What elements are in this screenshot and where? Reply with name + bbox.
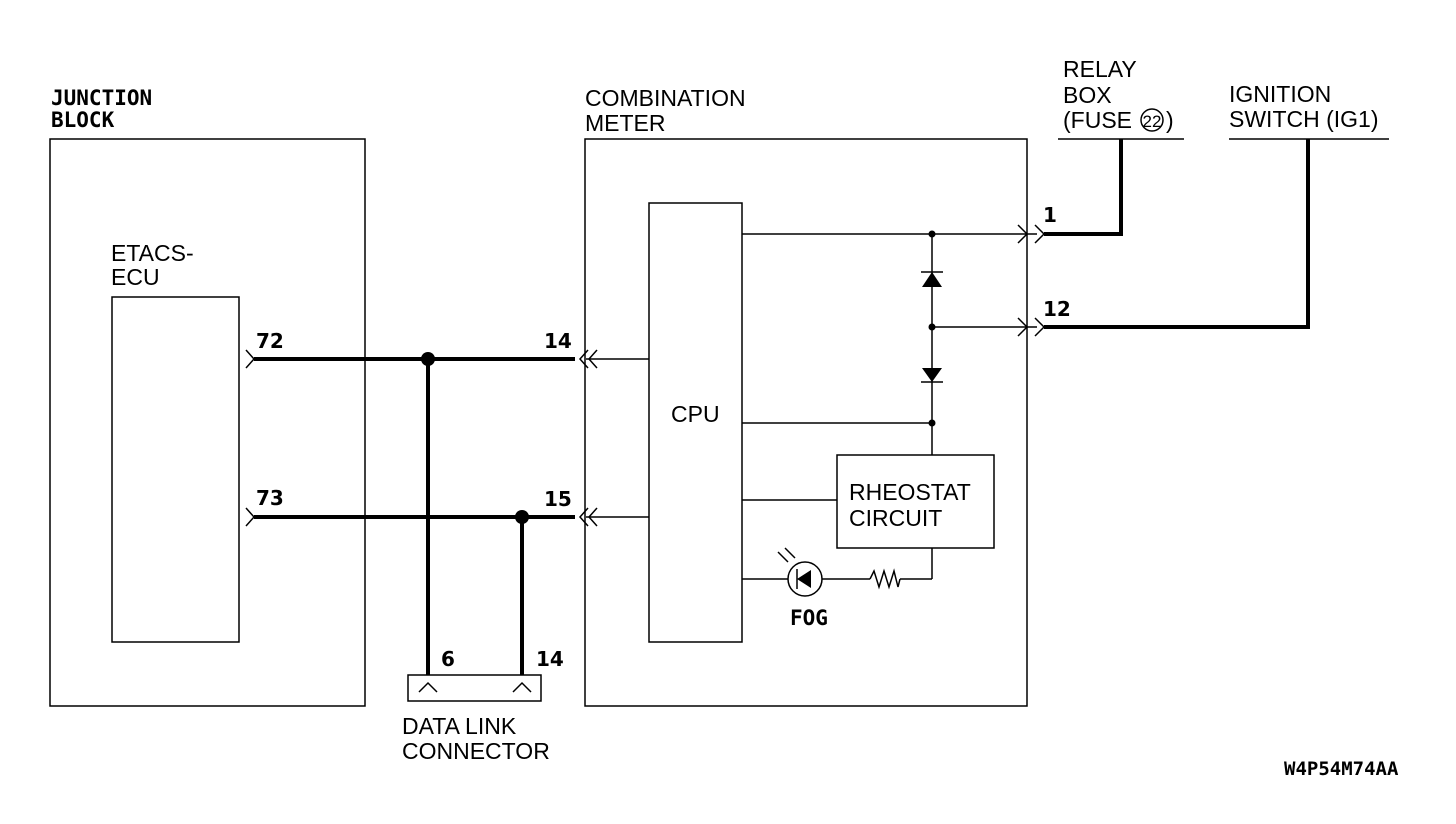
relay-box-title-line3-prefix: (FUSE [1063, 107, 1132, 133]
fog-indicator-label: FOG [790, 606, 828, 630]
combination-meter-title-line1: COMBINATION [585, 85, 746, 111]
junction-block-title-line1: JUNCTION [51, 86, 152, 110]
diode-upper [921, 271, 943, 287]
resistor [869, 568, 901, 590]
harness-wires [254, 139, 1310, 684]
data-link-connector-title-line1: DATA LINK [402, 713, 517, 739]
ignition-switch-title-line2: SWITCH (IG1) [1229, 106, 1379, 132]
meter-pin-1-terminal [1017, 224, 1029, 244]
relay-box-title-line1: RELAY [1063, 56, 1137, 82]
cpu-label: CPU [671, 401, 720, 427]
relay-box-title-line3-suffix: ) [1166, 107, 1174, 133]
junction-dot [928, 230, 936, 238]
junction-block-title-line2: BLOCK [51, 108, 115, 132]
rheostat-circuit-label-line2: CIRCUIT [849, 505, 942, 531]
meter-pin-14-terminal-inner [587, 349, 598, 369]
diode-lower [921, 368, 943, 383]
fuse-number-circle [1140, 108, 1164, 132]
dlc-pin-14-terminal [512, 681, 532, 693]
dlc-pin-14-label: 14 [536, 647, 564, 671]
meter-pin-14-label: 14 [544, 329, 572, 353]
dlc-pin-6-terminal [418, 681, 438, 693]
data-link-connector-outline [407, 674, 542, 702]
data-link-connector-title-line2: CONNECTOR [402, 738, 550, 764]
dlc-pin-6-label: 6 [441, 647, 455, 671]
rheostat-circuit-outline [836, 454, 995, 549]
etacs-ecu: ETACS- ECU [111, 240, 240, 643]
meter-pin-1-label: 1 [1043, 203, 1057, 227]
ignition-switch-title-line1: IGNITION [1229, 81, 1331, 107]
meter-pin-15-label: 15 [544, 487, 572, 511]
etacs-ecu-outline [111, 296, 240, 643]
figure-code: W4P54M74AA [1284, 758, 1399, 780]
meter-internal-wiring [586, 233, 1037, 580]
etacs-ecu-title-line1: ETACS- [111, 240, 194, 266]
meter-pin-12-label: 12 [1043, 297, 1071, 321]
meter-pin-15-terminal [578, 507, 589, 527]
meter-pin-12-terminal [1017, 317, 1029, 337]
wire-pin12-to-ignition [1044, 139, 1310, 329]
wire-pin1-to-relay-box [1044, 139, 1123, 236]
combination-meter-title-line2: METER [585, 110, 666, 136]
fuse-number: 22 [1143, 112, 1162, 131]
junction-dot [928, 419, 936, 427]
relay-box-title-line2: BOX [1063, 82, 1112, 108]
etacs-ecu-title-line2: ECU [111, 264, 160, 290]
fog-indicator-led [777, 547, 823, 597]
cpu-outline [648, 202, 743, 643]
ignition-switch: IGNITION SWITCH (IG1) [1229, 81, 1389, 140]
rheostat-circuit-label-line1: RHEOSTAT [849, 479, 971, 505]
meter-pin-14-terminal [578, 349, 589, 369]
splice-dot [515, 510, 529, 524]
relay-box: RELAY BOX (FUSE 22 ) [1058, 56, 1184, 140]
meter-pin-15-terminal-inner [587, 507, 598, 527]
etacs-pin-73-label: 73 [256, 486, 284, 510]
etacs-pin-72-label: 72 [256, 329, 284, 353]
junction-dot [928, 323, 936, 331]
splice-dot [421, 352, 435, 366]
